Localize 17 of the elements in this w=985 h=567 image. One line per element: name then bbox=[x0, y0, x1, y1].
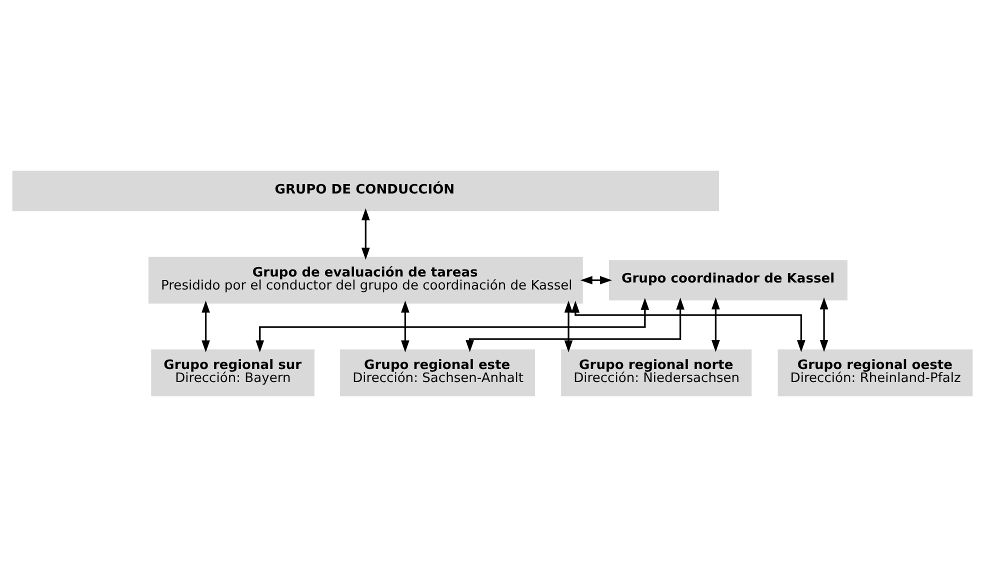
arrow bbox=[820, 297, 828, 352]
arrow bbox=[401, 300, 410, 352]
arrow bbox=[580, 276, 612, 284]
node-box: Grupo coordinador de Kassel bbox=[609, 260, 848, 300]
node-box: GRUPO DE CONDUCCIÓN bbox=[12, 170, 719, 212]
arrow bbox=[256, 298, 650, 352]
arrow bbox=[564, 300, 573, 352]
node-box: Grupo regional oeste Dirección: Rheinland-Pfalz bbox=[778, 349, 973, 396]
node-box: Grupo regional sur Dirección: Bayern bbox=[151, 349, 314, 396]
arrow bbox=[571, 300, 806, 352]
node-box: Grupo de evaluación de tareas Presidido por el conductor del grupo de coordinación de Kassel bbox=[148, 256, 583, 304]
node-box: Grupo regional norte Dirección: Niedersachsen bbox=[561, 349, 752, 396]
arrow bbox=[361, 208, 370, 260]
node-box: Grupo regional este Dirección: Sachsen-Anhalt bbox=[340, 349, 535, 396]
arrow bbox=[712, 297, 720, 352]
arrow bbox=[466, 298, 685, 352]
arrow bbox=[202, 300, 210, 352]
